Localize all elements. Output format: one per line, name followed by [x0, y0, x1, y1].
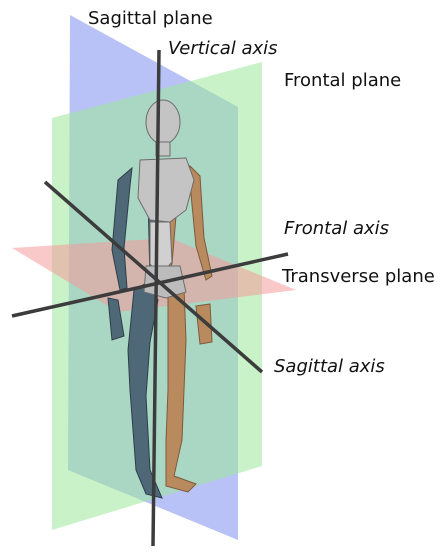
frontal-axis-label: Frontal axis [284, 220, 389, 238]
vertical-axis-label: Vertical axis [168, 40, 278, 58]
sagittal-axis-label: Sagittal axis [274, 358, 385, 376]
figure-head [146, 100, 180, 144]
frontal-plane-label: Frontal plane [284, 72, 401, 90]
sagittal-plane-label: Sagittal plane [88, 10, 213, 28]
transverse-plane-label: Transverse plane [282, 268, 435, 286]
